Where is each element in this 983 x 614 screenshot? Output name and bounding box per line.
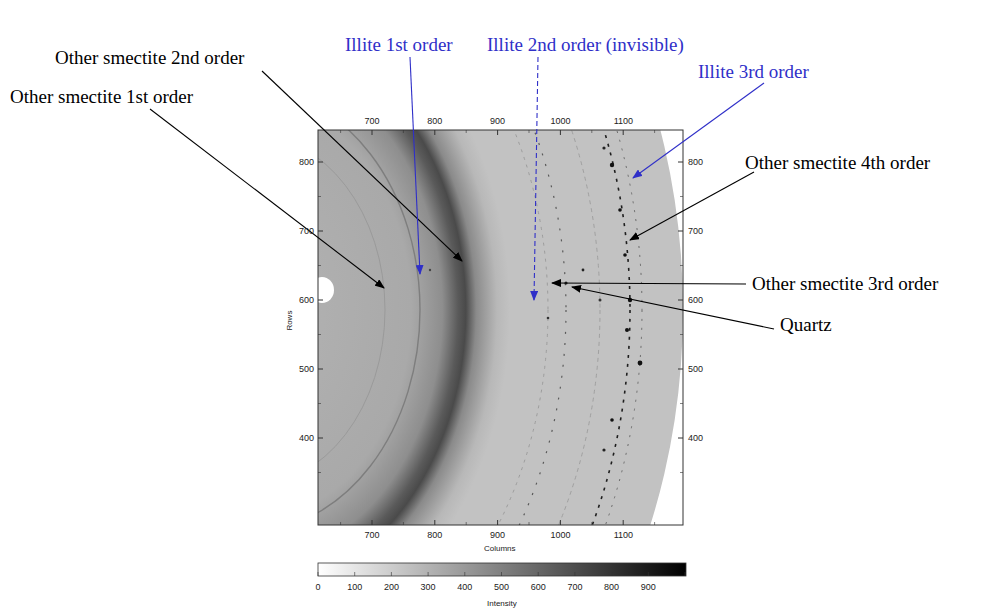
detector-image (318, 130, 683, 525)
axis-tick-label: 700 (365, 116, 380, 126)
axis-tick-label: 1100 (614, 530, 633, 540)
axis-tick-label: 900 (490, 116, 505, 126)
colorbar-tick-label: 400 (457, 582, 472, 592)
annotation: Other smectite 1st order (10, 86, 193, 108)
colorbar-tick-label: 800 (604, 582, 619, 592)
axis-tick-label: 1000 (550, 116, 570, 126)
axis-tick-label: 1000 (550, 530, 570, 540)
axis-tick-label: 900 (490, 530, 505, 540)
axis-tick-label: 800 (427, 530, 442, 540)
axis-tick-label: 800 (427, 116, 442, 126)
axis-tick-label: 600 (299, 295, 314, 305)
colorbar-tick-label: 900 (641, 582, 656, 592)
annotation: Illite 2nd order (invisible) (487, 34, 684, 56)
axis-title: Rows (285, 310, 294, 330)
annotation: Other smectite 2nd order (55, 47, 244, 69)
annotation: Illite 1st order (345, 34, 453, 56)
axis-tick-label: 400 (299, 433, 314, 443)
annotation: Quartz (780, 314, 832, 336)
axis-tick-label: 800 (299, 157, 314, 167)
axis-tick-label: 600 (688, 295, 703, 305)
plot-frame (318, 130, 683, 525)
colorbar-tick-label: 600 (531, 582, 546, 592)
leader-arrows (150, 57, 774, 329)
colorbar-title: Intensity (487, 599, 517, 608)
axis-tick-label: 700 (299, 226, 314, 236)
axis-tick-label: 400 (688, 433, 703, 443)
annotation: Other smectite 3rd order (752, 273, 938, 295)
annotation: Illite 3rd order (698, 61, 809, 83)
colorbar-tick-label: 200 (384, 582, 399, 592)
axis-tick-label: 700 (688, 226, 703, 236)
axis-tick-label: 1100 (614, 116, 633, 126)
colorbar-tick-label: 100 (347, 582, 362, 592)
annotation: Other smectite 4th order (745, 152, 930, 174)
axis-tick-label: 500 (299, 364, 314, 374)
axis-tick-label: 700 (365, 530, 380, 540)
intensity-colorbar (318, 563, 686, 576)
axis-tick-label: 500 (688, 364, 703, 374)
colorbar-tick-label: 700 (567, 582, 582, 592)
colorbar-tick-label: 0 (316, 582, 321, 592)
colorbar-tick-label: 300 (421, 582, 436, 592)
axis-title: Columns (484, 544, 516, 553)
colorbar-tick-label: 500 (494, 582, 509, 592)
axis-tick-label: 800 (688, 157, 703, 167)
